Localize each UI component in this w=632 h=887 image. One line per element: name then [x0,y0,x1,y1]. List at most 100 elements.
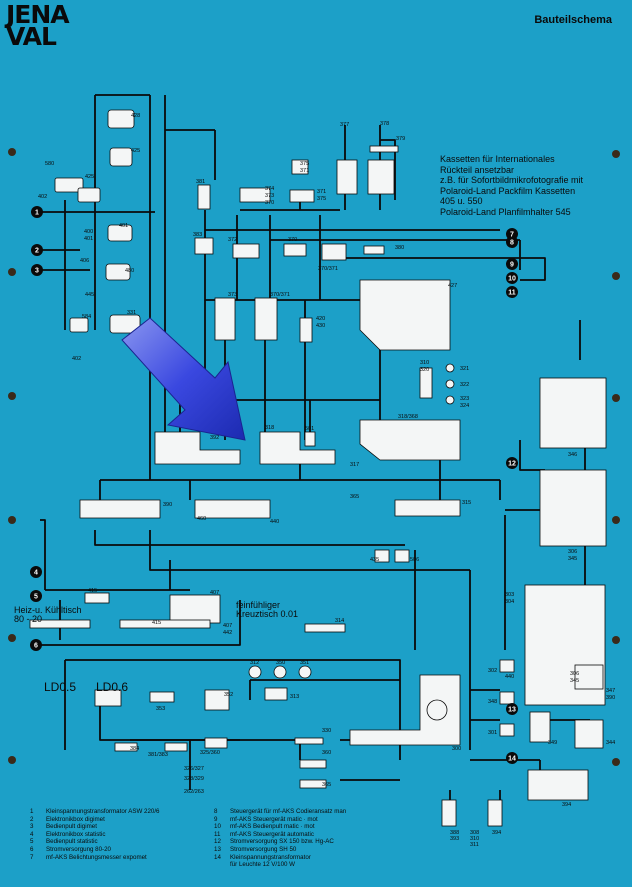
holder-379 [369,145,399,153]
stage-390 [79,499,161,519]
part-360 [299,759,327,769]
part-number-label: 394 [562,802,571,808]
part-number-label: 306 [570,671,579,677]
part-420 [299,317,313,343]
part-number-label: 584 [82,314,91,320]
logo-line-2: VAL [6,22,57,51]
part-number-label: 323 [460,396,469,402]
camera-425b [77,187,101,203]
part-325-360 [204,737,228,749]
part-number-label: 352 [224,692,233,698]
circle-label: 6 [34,643,38,650]
cross-table-line-1: feinfühliger [236,600,281,610]
part-number-label: 351 [300,660,309,666]
circle-9 [506,258,518,270]
part-number-label: 402 [38,194,47,200]
part-number-label: 380 [395,245,404,251]
note-line: Rückteil ansetzbar [440,164,515,175]
head-318 [259,431,336,465]
head-392 [154,431,241,465]
lamp-346 [539,377,607,449]
part-number-label: 325/360 [200,750,220,756]
knob-350 [273,665,287,679]
cassette-377 [336,159,358,195]
knob-321 [445,363,455,373]
ld05-label: LD0.5 [44,680,77,694]
part-number-label: 440 [270,519,279,525]
part-371 [289,189,315,203]
circle-label: 11 [508,290,516,297]
unit-394 [527,769,589,801]
circle-1 [31,206,43,218]
unit-349 [529,711,551,743]
punch-hole [8,756,16,764]
lamp-306-345 [539,469,607,547]
part-number-label: 381 [196,179,205,185]
part-number-label: 371 [300,168,309,174]
part-number-label: 344 [606,740,615,746]
cassette-note: Kassetten für Internationales Rückteil a… [440,154,583,218]
punch-hole [612,394,620,402]
stage-415b [119,619,211,629]
part-number-label: 314 [335,618,344,624]
punch-hole [8,392,16,400]
part-number-label: 302 [488,668,497,674]
part-number-label: 345 [568,556,577,562]
part-370-371 [321,243,347,261]
part-number-label: 375 [300,161,309,167]
logo-line-1: JENA [6,0,70,29]
part-number-label: 377 [340,122,349,128]
part-number-label: 435 [370,557,379,563]
circle-label: 2 [35,248,39,255]
part-number-label: 370 [265,200,274,206]
part-number-label: 415 [152,620,161,626]
part-number-label: 480 [125,268,134,274]
punch-hole [8,516,16,524]
part-number-label: 390 [606,695,615,701]
part-number-label: 407 [210,590,219,596]
part-ld06 [94,689,122,707]
part-number-label: 350 [276,660,285,666]
part-415 [84,592,110,604]
part-number-label: 371 [317,189,326,195]
stage-440 [194,499,271,519]
part-352 [204,689,230,711]
part-372 [232,243,260,259]
circle-8 [506,236,518,248]
part-number-label: 360 [322,750,331,756]
part-number-label: 378 [380,121,389,127]
circle-14 [506,752,518,764]
part-number-label: 330 [322,728,331,734]
stage-314 [304,623,346,633]
part-number-label: 311 [470,842,479,848]
screen-427 [359,279,451,351]
part-number-label: 425 [85,174,94,180]
part-number-label: 384 [130,746,139,752]
legend-item: für Leuchte 12 V/100 W [230,861,296,869]
camera-401 [107,224,133,242]
circle-label: 12 [508,461,516,468]
part-number-label: 428 [131,113,140,119]
part-375 [291,159,309,175]
circle-label: 4 [34,570,38,577]
part-number-label: 415 [88,588,97,594]
part-number-label: 322 [460,382,469,388]
part-301 [499,723,515,737]
note-line: Polaroid-Land Planfilmhalter 545 [440,206,571,217]
part-302 [499,659,515,673]
punch-hole [612,150,620,158]
part-number-label: 390 [163,502,172,508]
camera-425 [109,147,133,167]
switch-310 [419,367,433,399]
part-number-label: 506 [410,557,419,563]
circle-12 [506,457,518,469]
part-365 [299,779,327,789]
circle-5 [30,590,42,602]
camera-331 [109,314,141,334]
part-number-label: 310 [470,836,479,842]
